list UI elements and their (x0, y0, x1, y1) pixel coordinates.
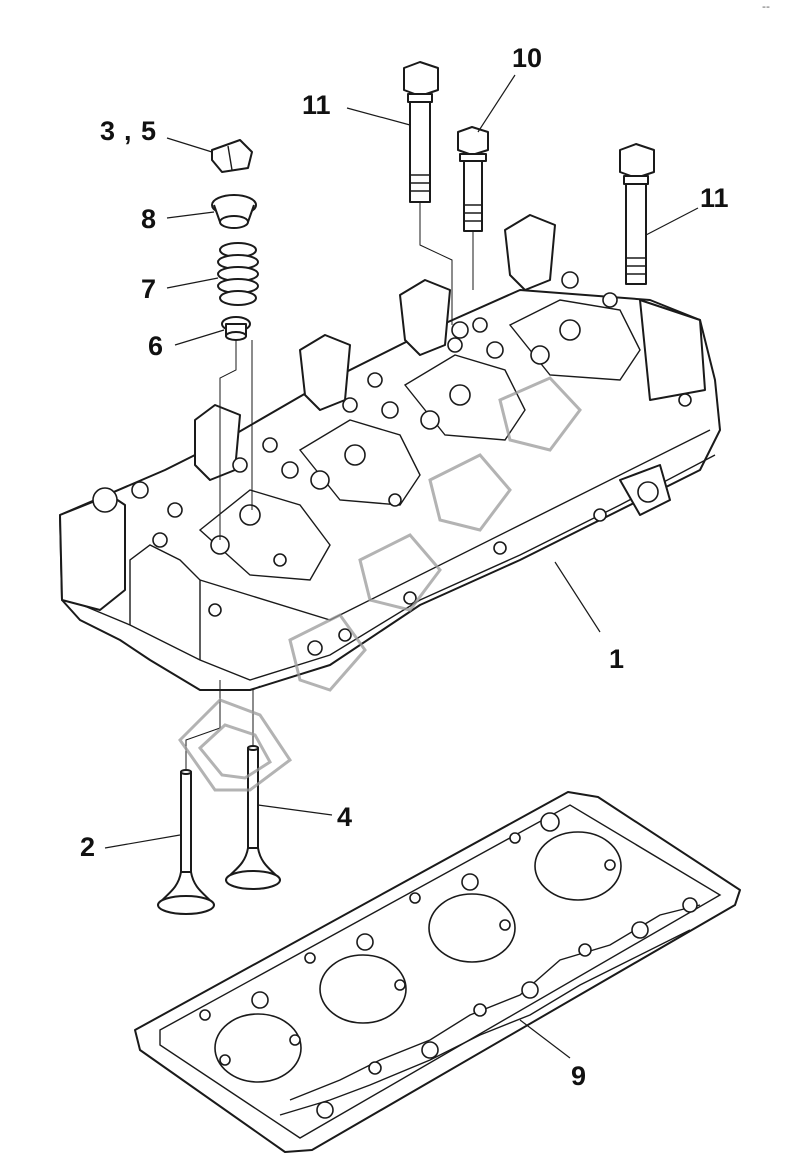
intake-valve-part-2 (157, 769, 215, 915)
valve-spring-part-7 (217, 242, 259, 306)
valve-collet-part-3-5 (211, 139, 253, 173)
callout-3: 3 (100, 116, 115, 146)
callout-10: 10 (512, 43, 542, 73)
callout-7: 7 (141, 274, 156, 304)
callout-1: 1 (609, 644, 624, 674)
callout-11-right: 11 (700, 183, 729, 213)
head-bolt-part-11-left (403, 61, 439, 203)
watermark-logo (178, 376, 582, 792)
callout-5: 5 (141, 116, 156, 146)
callout-9: 9 (571, 1061, 586, 1091)
corner-mark: -- (762, 0, 770, 13)
head-bolt-part-10 (457, 126, 489, 232)
exhaust-valve-part-4 (225, 745, 281, 890)
head-bolt-part-11-right (619, 143, 655, 285)
spring-retainer-part-8 (211, 194, 257, 229)
cylinder-head-part-1 (59, 214, 721, 691)
callout-3-5-separator: , (124, 116, 132, 146)
callout-6: 6 (148, 331, 163, 361)
leader-lines (104, 74, 699, 1059)
valve-stem-seal-part-6 (221, 316, 251, 341)
callout-4: 4 (337, 802, 352, 832)
callout-11-left: 11 (302, 90, 331, 120)
assembly-guide-lines (185, 202, 474, 770)
callout-2: 2 (80, 832, 95, 862)
callout-8: 8 (141, 204, 156, 234)
head-gasket-part-9 (134, 791, 741, 1153)
